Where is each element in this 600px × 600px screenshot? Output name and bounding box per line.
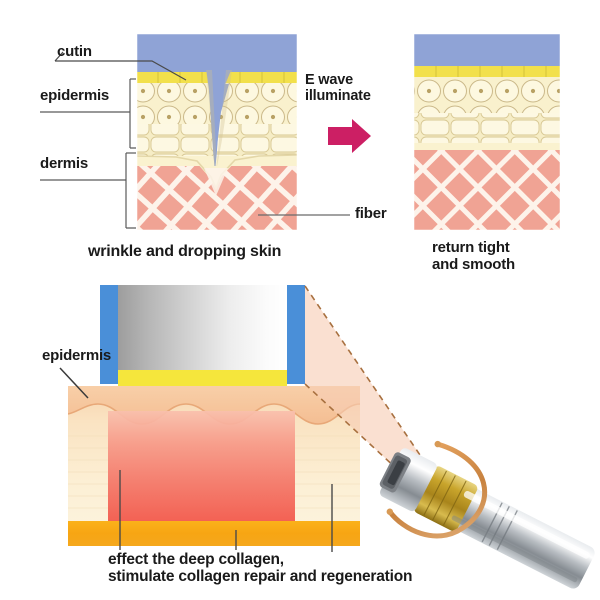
label-epidermis-bottom: epidermis (42, 347, 112, 364)
caption-collagen-line2: stimulate collagen repair and regenerati… (108, 568, 413, 586)
caption-tight-line1: return tight (432, 239, 510, 256)
e-wave-line2: illuminate (305, 88, 371, 105)
label-dermis: dermis (40, 155, 88, 172)
handpiece-device-icon (379, 440, 595, 589)
e-wave-arrow-icon (328, 119, 371, 153)
caption-tight-line2: and smooth (432, 255, 515, 273)
label-fiber: fiber (355, 205, 387, 222)
epidermis-bracket (40, 78, 136, 149)
epidermis-leader-line-bottom (59, 367, 89, 399)
probe-handpiece-head (100, 285, 305, 386)
tight-skin-cross-section (414, 34, 560, 230)
label-epidermis-top: epidermis (40, 87, 110, 104)
collagen-leader-lines (119, 470, 333, 552)
e-wave-line1: E wave (305, 72, 353, 88)
cutin-leader-line (54, 51, 187, 81)
dermis-bracket (40, 152, 136, 229)
wrinkled-skin-cross-section (137, 34, 297, 230)
caption-collagen-effect: effect the deep collagen,stimulate colla… (108, 551, 412, 586)
treated-skin-block (68, 386, 360, 546)
caption-wrinkled-skin: wrinkle and dropping skin (88, 243, 282, 260)
caption-collagen-line1: effect the deep collagen, (108, 551, 284, 568)
label-cutin: cutin (57, 43, 92, 60)
